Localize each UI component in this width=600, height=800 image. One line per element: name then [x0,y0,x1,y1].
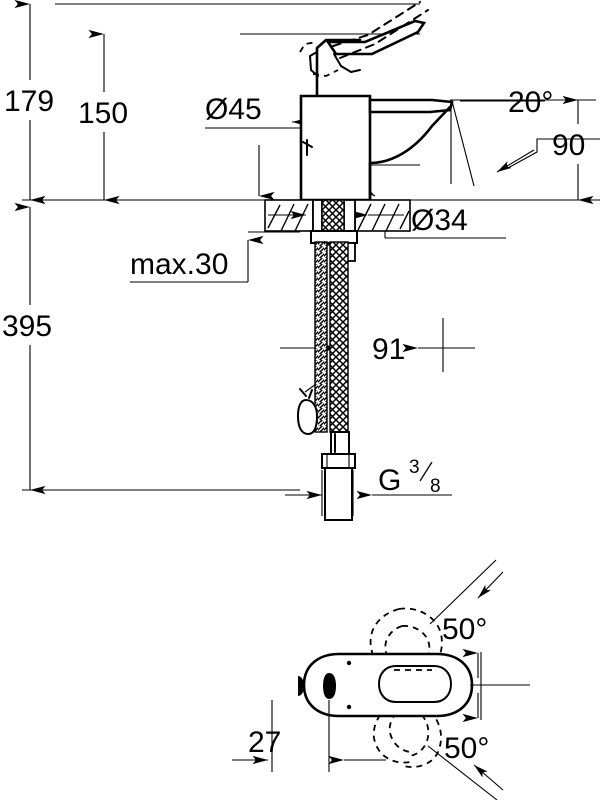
dimension-150-text: 150 [78,97,128,130]
flexible-hoses [296,241,356,521]
dimension-50deg-upper-text: 50° [442,613,487,646]
countertop-deck [264,199,411,232]
plan-lever-outline [377,665,453,703]
dimension-g38-denominator: 8 [430,476,441,497]
dimension-d45-text: Ø45 [205,93,262,126]
dimension-d34-text: Ø34 [411,204,468,237]
dimension-150: 150 [76,29,140,205]
plan-view: 50° 50° 27 [232,559,530,800]
dimension-g38: G 3 8 [285,457,452,516]
faucet-body [299,94,454,202]
dimension-91-text: 91 [372,333,405,366]
dimension-20deg-text: 20° [508,86,553,119]
dimension-179: 179 [2,0,64,205]
dimension-90: 90 [550,95,600,205]
faucet-lever-raised-ghost [299,1,429,77]
dimension-91: 91 [280,318,475,372]
dimension-50deg-lower-text: 50° [444,732,489,765]
dimension-g38-numerator: 3 [409,457,420,478]
dimension-27: 27 [232,700,386,772]
dimension-max30: max.30 [130,235,264,283]
dimension-50deg-lower: 50° [427,732,504,800]
dimension-395-text: 395 [2,310,52,343]
dimension-27-text: 27 [248,726,281,759]
dimension-179-text: 179 [4,85,54,118]
dimension-90-text: 90 [552,129,585,162]
dimension-max30-text: max.30 [130,248,228,281]
dimension-d45: Ø45 [205,93,318,201]
dimension-d34: Ø34 [346,204,506,239]
dimension-g38-letter: G [378,464,401,497]
dimension-395: 395 [0,202,70,495]
faucet-lever-handle [309,19,427,97]
dimension-50deg-upper: 50° [429,559,504,646]
